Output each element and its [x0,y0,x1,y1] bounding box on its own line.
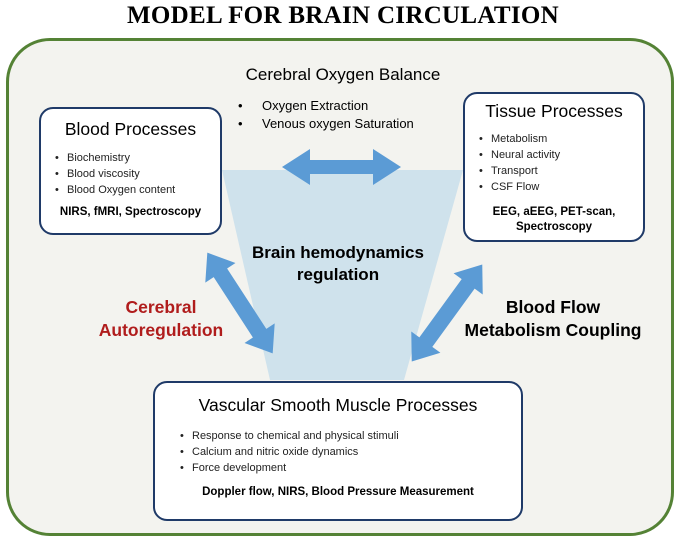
blood-flow-metabolism-line2: Metabolism Coupling [464,320,642,340]
cerebral-autoregulation-line2: Autoregulation [98,320,224,340]
list-item: CSF Flow [477,179,643,195]
list-item: Venous oxygen Saturation [236,115,414,133]
list-item: Metabolism [477,131,643,147]
diagram-title: MODEL FOR BRAIN CIRCULATION [127,2,559,29]
blood-processes-list: Biochemistry Blood viscosity Blood Oxyge… [53,150,220,198]
list-item: Response to chemical and physical stimul… [178,428,521,444]
cerebral-oxygen-balance-heading: Cerebral Oxygen Balance [245,65,441,84]
list-item: Oxygen Extraction [236,97,414,115]
vascular-processes-list: Response to chemical and physical stimul… [178,428,521,476]
cerebral-autoregulation-line1: Cerebral [125,297,197,317]
blood-processes-title: Blood Processes [64,119,197,139]
vascular-processes-box: Vascular Smooth Muscle Processes Respons… [153,381,523,521]
brain-hemodynamics-line2: regulation [296,265,380,284]
hemodynamics-triangle [222,170,463,380]
cerebral-oxygen-balance-list: Oxygen Extraction Venous oxygen Saturati… [236,97,414,133]
list-item: Force development [178,460,521,476]
cerebral-autoregulation-label: Cerebral Autoregulation [96,296,226,342]
left-double-arrow [205,252,275,354]
tissue-methods-line1: EEG, aEEG, PET-scan, [492,206,616,218]
blood-processes-methods: NIRS, fMRI, Spectroscopy [59,206,202,218]
top-double-arrow [282,149,401,185]
blood-flow-metabolism-line1: Blood Flow [505,297,601,317]
list-item: Blood viscosity [53,166,220,182]
blood-processes-box: Blood Processes Biochemistry Blood visco… [39,107,222,235]
list-item: Calcium and nitric oxide dynamics [178,444,521,460]
right-double-arrow [411,264,483,362]
tissue-processes-list: Metabolism Neural activity Transport CSF… [477,131,643,195]
brain-hemodynamics-label: Brain hemodynamics regulation [225,242,451,286]
vascular-processes-methods: Doppler flow, NIRS, Blood Pressure Measu… [202,486,474,498]
list-item: Blood Oxygen content [53,182,220,198]
tissue-processes-methods: EEG, aEEG, PET-scan, Spectroscopy [465,205,643,235]
list-item: Biochemistry [53,150,220,166]
list-item: Transport [477,163,643,179]
brain-hemodynamics-line1: Brain hemodynamics [252,243,424,262]
tissue-methods-line2: Spectroscopy [515,221,593,233]
blood-flow-metabolism-label: Blood Flow Metabolism Coupling [453,296,653,342]
tissue-processes-box: Tissue Processes Metabolism Neural activ… [463,92,645,242]
tissue-processes-title: Tissue Processes [485,101,623,121]
vascular-processes-title: Vascular Smooth Muscle Processes [198,395,478,415]
list-item: Neural activity [477,147,643,163]
